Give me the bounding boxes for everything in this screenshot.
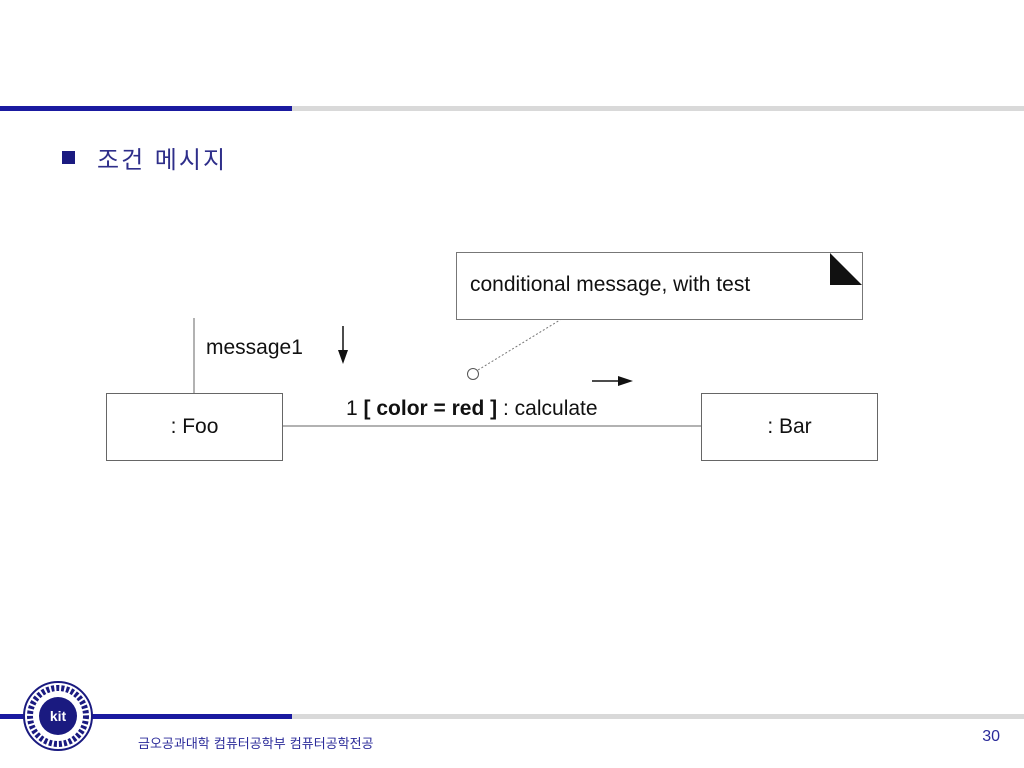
university-seal-logo: kit (23, 681, 93, 751)
message-seq: 1 (346, 397, 358, 420)
object-bar: : Bar (701, 393, 878, 461)
message1-down-arrow-icon (338, 326, 348, 364)
logo-text: kit (50, 708, 67, 724)
message-name: calculate (514, 397, 598, 420)
note-fold-corner-icon (830, 253, 862, 285)
note-text: conditional message, with test (470, 273, 751, 296)
slide-title-area: 조건 메시지 (62, 140, 227, 175)
header-accent-bar (0, 106, 292, 111)
square-bullet-icon (62, 151, 75, 164)
message-condition: [ color = red ] (363, 397, 498, 420)
footer-gray-bar (292, 714, 1024, 719)
header-gray-bar (292, 106, 1024, 111)
message-separator: : (502, 397, 509, 420)
footer-accent-bar (0, 714, 292, 719)
slide-title: 조건 메시지 (97, 146, 228, 174)
page-number: 30 (982, 728, 1000, 745)
conditional-message-label: 1 [ color = red ] : calculate (346, 397, 598, 421)
note-anchor-line (477, 319, 561, 371)
object-foo: : Foo (106, 393, 283, 461)
message1-label: message1 (206, 336, 303, 359)
footer-department: 금오공과대학 컴퓨터공학부 컴퓨터공학전공 (138, 737, 374, 752)
note-box: conditional message, with test (456, 252, 863, 320)
calculate-right-arrow-icon (592, 376, 633, 386)
object-bar-label: : Bar (767, 415, 812, 438)
note-anchor-circle (467, 368, 479, 380)
object-foo-label: : Foo (170, 415, 219, 438)
